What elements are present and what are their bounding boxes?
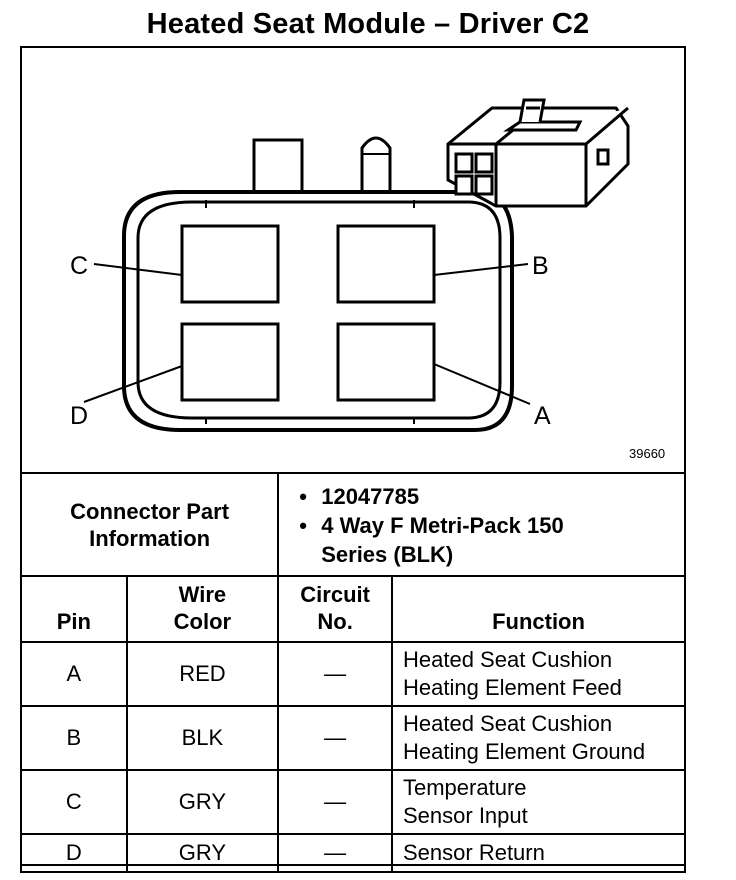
header-circuit-no: Circuit No.	[277, 575, 393, 643]
header-function: Function	[391, 575, 686, 643]
table-row: C GRY — Temperature Sensor Input	[20, 769, 686, 835]
pin-cell: D	[20, 833, 128, 873]
pin-label-c: C	[70, 252, 89, 280]
pin-label-b: B	[532, 252, 549, 280]
connector-info-row: Connector Part Information •12047785 •4 …	[19, 472, 686, 577]
table-row: D GRY — Sensor Return	[20, 833, 686, 873]
cavity-a	[336, 322, 436, 402]
wire-color-cell: GRY	[125, 769, 280, 835]
wire-color-cell: GRY	[125, 833, 280, 873]
part-number: •12047785	[299, 484, 420, 509]
table-header-row: Pin Wire Color Circuit No. Function	[20, 575, 686, 643]
cavity-c	[180, 224, 280, 304]
circuit-cell: —	[277, 641, 393, 707]
wire-color-cell: RED	[125, 641, 280, 707]
connector-type: •4 Way F Metri-Pack 150 Series (BLK)	[299, 513, 564, 567]
function-cell: Heated Seat Cushion Heating Element Grou…	[391, 705, 686, 771]
circuit-cell: —	[277, 833, 393, 873]
pin-label-d: D	[70, 402, 89, 430]
connector-part-info-label: Connector Part Information	[19, 472, 280, 577]
pin-cell: C	[20, 769, 128, 835]
table-row: A RED — Heated Seat Cushion Heating Elem…	[20, 641, 686, 707]
cavity-d	[180, 322, 280, 402]
connector-face-drawing	[83, 98, 630, 432]
function-cell: Heated Seat Cushion Heating Element Feed	[391, 641, 686, 707]
page-title: Heated Seat Module – Driver C2	[146, 8, 590, 40]
circuit-cell: —	[277, 769, 393, 835]
circuit-cell: —	[277, 705, 393, 771]
wire-color-cell: BLK	[125, 705, 280, 771]
connector-part-info-list: •12047785 •4 Way F Metri-Pack 150 Series…	[277, 472, 686, 577]
header-wire-color: Wire Color	[125, 575, 280, 643]
pinout-table: Connector Part Information •12047785 •4 …	[19, 472, 686, 873]
function-cell: Sensor Return	[391, 833, 686, 873]
connector-isometric-drawing	[446, 98, 630, 208]
pin-label-a: A	[534, 402, 551, 430]
table-row: B BLK — Heated Seat Cushion Heating Elem…	[20, 705, 686, 771]
connector-diagram: C B D A 39660	[20, 46, 686, 470]
figure-reference-number: 39660	[629, 446, 666, 461]
header-pin: Pin	[20, 575, 128, 643]
pin-cell: A	[20, 641, 128, 707]
cavity-b	[336, 224, 436, 304]
pin-cell: B	[20, 705, 128, 771]
function-cell: Temperature Sensor Input	[391, 769, 686, 835]
